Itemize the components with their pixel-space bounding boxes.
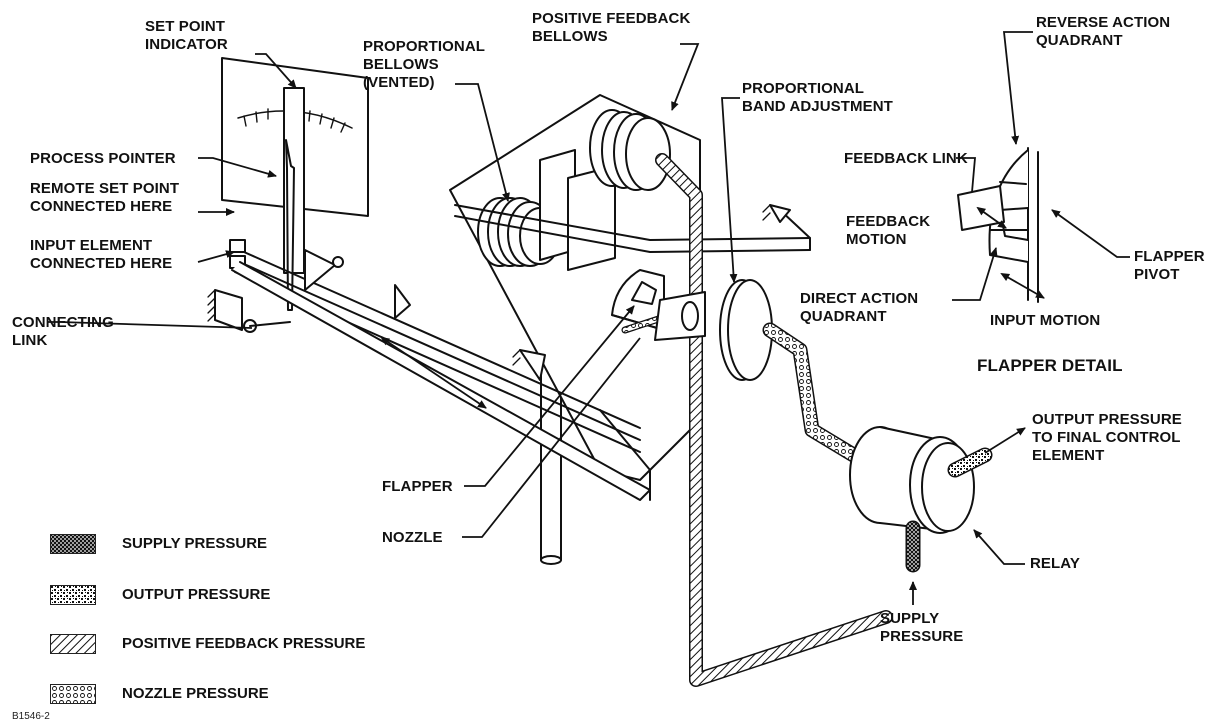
figure-code: B1546-2 xyxy=(12,711,50,722)
positive-feedback-pressure-swatch xyxy=(50,634,96,654)
label-feedback-link: FEEDBACK LINK xyxy=(844,150,968,167)
label-remote-set-point: REMOTE SET POINT CONNECTED HERE xyxy=(30,180,180,215)
positive-feedback-bellows-shape xyxy=(589,109,671,191)
label-positive-feedback-bellows: POSITIVE FEEDBACK BELLOWS xyxy=(532,10,691,45)
label-relay: RELAY xyxy=(1030,555,1080,572)
output-pressure-swatch xyxy=(50,585,96,605)
legend-label: OUTPUT PRESSURE xyxy=(122,586,271,603)
label-flapper-pivot: FLAPPER PIVOT xyxy=(1134,248,1205,283)
legend-label: NOZZLE PRESSURE xyxy=(122,685,269,702)
label-input-element: INPUT ELEMENT CONNECTED HERE xyxy=(30,237,173,272)
label-input-motion: INPUT MOTION xyxy=(990,312,1101,329)
label-output-pressure-final: OUTPUT PRESSURE TO FINAL CONTROL ELEMENT xyxy=(1032,411,1182,464)
label-proportional-bellows: PROPORTIONAL BELLOWS (VENTED) xyxy=(363,38,486,91)
label-reverse-action-quadrant: REVERSE ACTION QUADRANT xyxy=(1036,14,1171,49)
label-flapper: FLAPPER xyxy=(382,478,453,495)
process-pointer-shape xyxy=(285,139,295,311)
label-connecting-link: CONNECTING LINK xyxy=(12,314,114,349)
label-supply-pressure-inlet: SUPPLY PRESSURE xyxy=(880,610,964,645)
label-feedback-motion: FEEDBACK MOTION xyxy=(846,213,931,248)
label-direct-action-quadrant: DIRECT ACTION QUADRANT xyxy=(800,290,919,325)
relay-shape xyxy=(849,426,975,534)
label-flapper-detail: FLAPPER DETAIL xyxy=(977,356,1123,375)
label-set-point-indicator: SET POINT INDICATOR xyxy=(145,18,228,53)
flapper-detail-drawing xyxy=(957,147,1039,303)
supply-pressure-swatch xyxy=(50,534,96,554)
label-nozzle: NOZZLE xyxy=(382,529,443,546)
nozzle-pressure-swatch xyxy=(50,684,96,704)
legend-label: SUPPLY PRESSURE xyxy=(122,535,268,552)
label-process-pointer: PROCESS POINTER xyxy=(30,150,176,167)
label-proportional-band-adjustment: PROPORTIONAL BAND ADJUSTMENT xyxy=(742,80,893,115)
legend-label: POSITIVE FEEDBACK PRESSURE xyxy=(122,635,366,652)
